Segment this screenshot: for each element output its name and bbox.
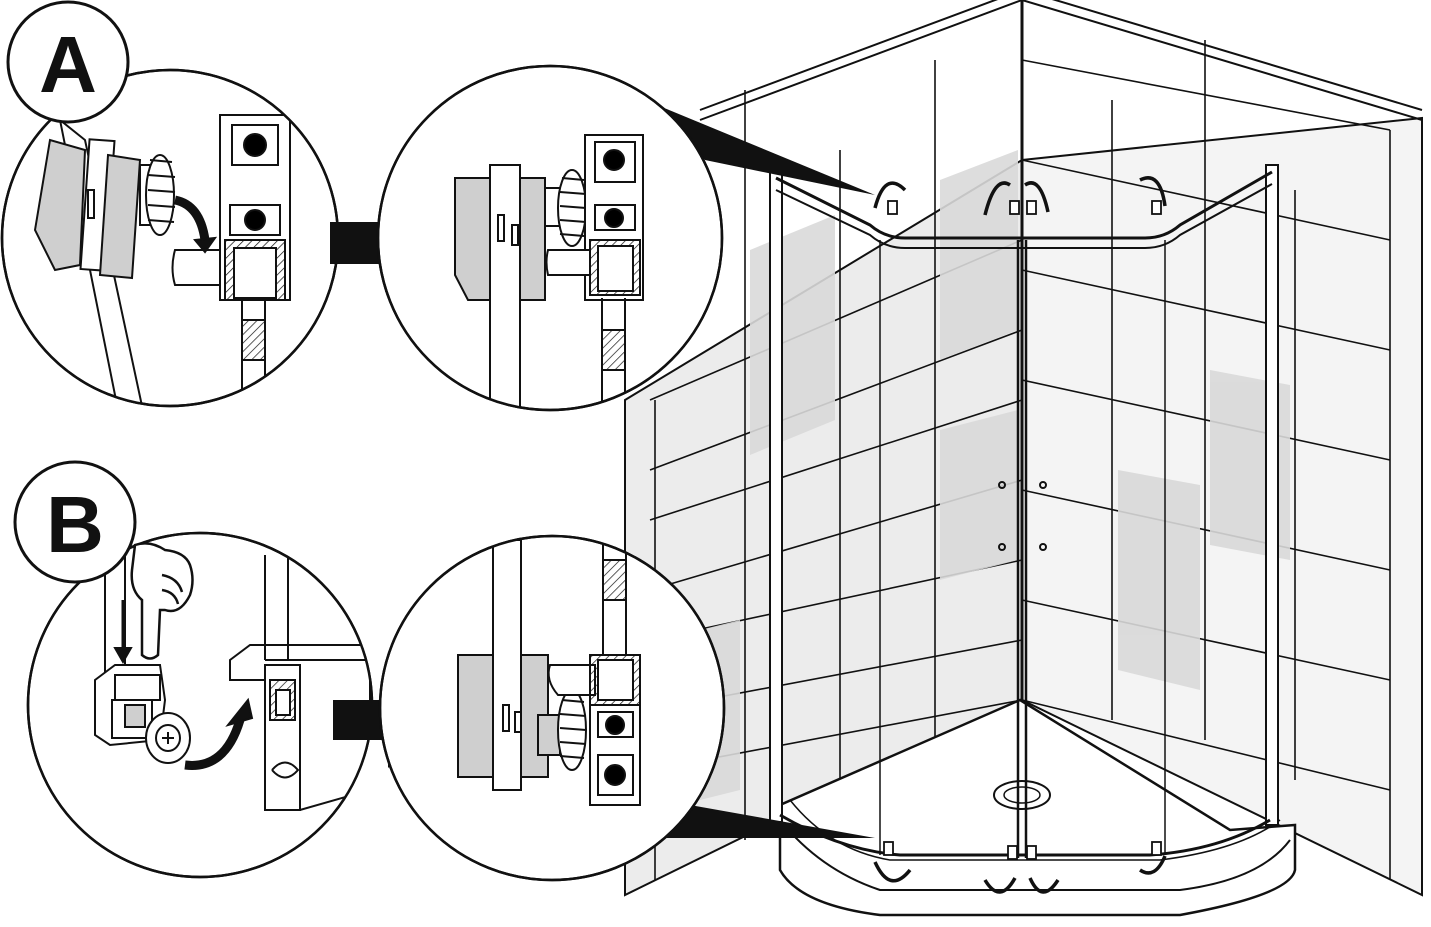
right-wall-tiles — [1021, 40, 1391, 880]
detail-a-before — [0, 68, 340, 408]
top-rail — [775, 170, 1273, 240]
right-frame-post — [1265, 164, 1279, 826]
callout-pointer-bottom — [662, 805, 875, 838]
left-frame-post — [769, 171, 783, 823]
detail-a-after — [376, 64, 724, 412]
step-label-b-text: B — [46, 480, 104, 569]
detail-b-after — [378, 534, 726, 882]
curved-arrow-icon — [184, 718, 245, 770]
step-label-a: A — [6, 0, 130, 124]
detail-b-before — [26, 531, 374, 879]
curved-arrow-icon — [873, 176, 1167, 216]
down-arrow-icon — [113, 600, 133, 665]
callout-pointer-top — [640, 98, 875, 195]
step-label-b: B — [13, 460, 137, 584]
shower-enclosure-illustration — [624, 0, 1423, 917]
drain-icon — [993, 780, 1051, 810]
top-rollers — [887, 200, 1162, 215]
bottom-rollers — [883, 841, 1162, 860]
phillips-screw-icon — [162, 732, 174, 744]
curved-arrow-icon — [173, 195, 210, 241]
step-label-a-text: A — [39, 20, 97, 109]
pointing-hand-icon — [130, 542, 194, 660]
curved-arrow-icon — [873, 855, 1167, 894]
